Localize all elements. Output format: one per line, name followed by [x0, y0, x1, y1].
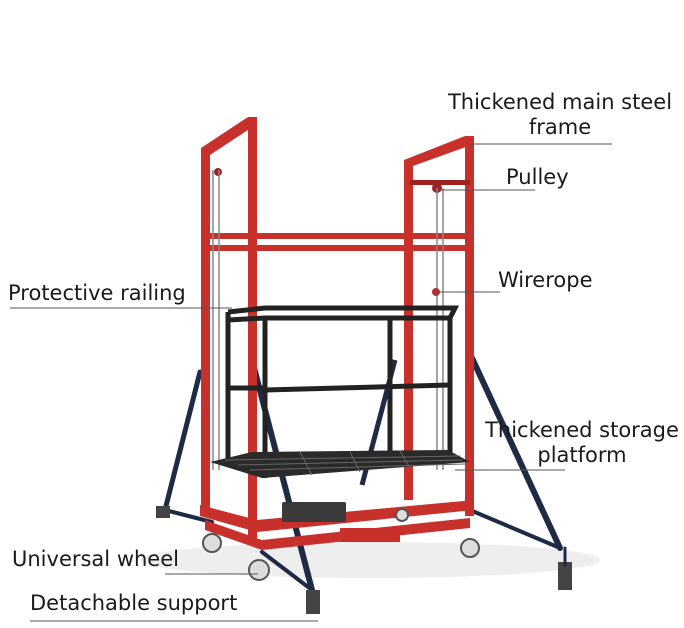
universal-wheel — [202, 508, 480, 581]
leader-lines — [10, 143, 612, 622]
protective-railing — [225, 305, 460, 478]
storage-platform — [210, 450, 470, 478]
motor-box — [282, 502, 346, 522]
label-storage-platform-line2: platform — [537, 443, 627, 467]
wirerope — [212, 170, 444, 470]
label-detachable-support: Detachable support — [30, 591, 238, 615]
label-protective-railing: Protective railing — [8, 281, 186, 305]
left-outrigger-support — [156, 369, 214, 524]
label-storage-platform: Thickened storage platform — [482, 418, 682, 468]
right-outrigger-support — [468, 355, 572, 590]
label-storage-platform-line1: Thickened storage — [485, 418, 679, 442]
label-main-steel-frame: Thickened main steel frame — [445, 90, 675, 140]
label-universal-wheel: Universal wheel — [12, 547, 179, 571]
label-main-steel-frame-line2: frame — [528, 115, 592, 139]
label-main-steel-frame-line1: Thickened main steel — [447, 90, 673, 114]
pulley — [214, 168, 470, 193]
label-pulley: Pulley — [506, 165, 569, 189]
label-wirerope: Wirerope — [498, 268, 593, 292]
